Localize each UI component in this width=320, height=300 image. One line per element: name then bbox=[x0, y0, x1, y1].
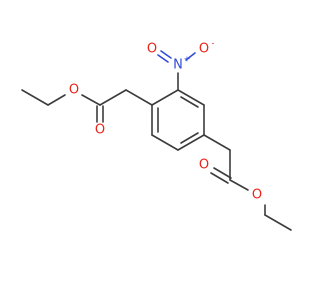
nitro-n-label: N bbox=[173, 58, 183, 73]
ether-to-ch2-bond bbox=[47, 94, 66, 106]
right-ether-o-label: O bbox=[252, 188, 262, 203]
ethyl-bond bbox=[264, 214, 292, 231]
ring-double-bond bbox=[180, 96, 199, 108]
ring-bond bbox=[151, 134, 179, 151]
ring-bond bbox=[151, 89, 179, 106]
nitro-o-charge: - bbox=[212, 39, 215, 48]
ring-to-ch2-bond bbox=[203, 134, 231, 151]
molecule-structure: N + O O - O O O O bbox=[21, 39, 292, 231]
nitro-group: N + O O - bbox=[147, 39, 215, 91]
ring-bond bbox=[177, 89, 205, 106]
ethyl-bond bbox=[21, 89, 49, 106]
right-ester-chain: O O bbox=[199, 134, 292, 231]
n-o-double-bond bbox=[157, 54, 169, 63]
ring-bond bbox=[177, 134, 205, 151]
nitro-o-right-label: O bbox=[199, 42, 209, 57]
ch2-to-carbonyl-bond bbox=[99, 89, 127, 106]
n-o-double-bond bbox=[160, 50, 172, 59]
left-ether-o-label: O bbox=[69, 83, 79, 98]
carbonyl-double-bond bbox=[213, 167, 232, 179]
nitro-n-charge: + bbox=[184, 55, 191, 64]
carbonyl-double-bond bbox=[210, 172, 229, 184]
right-carbonyl-o-label: O bbox=[199, 158, 209, 173]
benzene-ring bbox=[151, 89, 205, 151]
left-carbonyl-o-label: O bbox=[95, 123, 105, 138]
carbonyl-to-ether-bond bbox=[81, 94, 101, 106]
nitro-o-top-label: O bbox=[147, 42, 157, 57]
ring-double-bond bbox=[180, 132, 199, 144]
structure-canvas: N + O O - O O O O bbox=[21, 39, 292, 231]
carbonyl-to-ether-bond bbox=[229, 179, 249, 191]
left-ester-chain: O O bbox=[21, 83, 153, 138]
n-o-single-bond bbox=[185, 52, 196, 61]
ring-to-ch2-bond bbox=[125, 89, 153, 106]
